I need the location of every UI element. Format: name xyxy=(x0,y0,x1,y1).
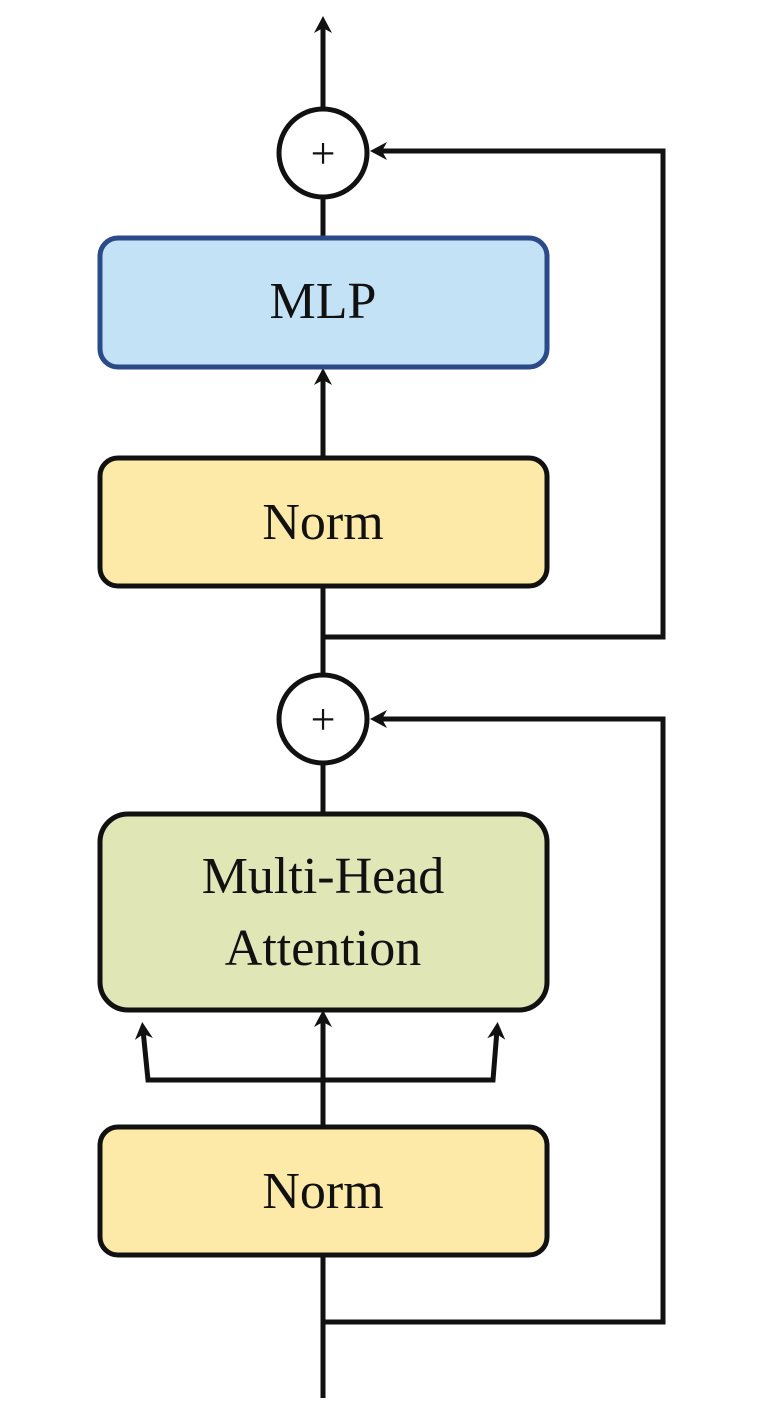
add-node-2: + xyxy=(276,106,370,200)
mlp-label: MLP xyxy=(270,273,377,330)
residual-connection-2 xyxy=(323,142,666,640)
qkv-split-left xyxy=(134,1022,323,1083)
add-node-1-symbol: + xyxy=(311,695,336,744)
norm-top-label: Norm xyxy=(262,494,383,551)
attention-label-line1: Multi-Head xyxy=(202,848,445,905)
norm-block-bottom: Norm xyxy=(97,1124,550,1258)
norm-bottom-label: Norm xyxy=(262,1163,383,1220)
qkv-split-right xyxy=(323,1022,506,1083)
multi-head-attention-block: Multi-Head Attention xyxy=(97,811,550,1013)
add-node-1: + xyxy=(276,672,370,766)
attention-label-line2: Attention xyxy=(225,920,421,977)
add-node-2-symbol: + xyxy=(311,129,336,178)
connectors xyxy=(134,16,666,1398)
mlp-block: MLP xyxy=(97,235,550,370)
residual-connection-1 xyxy=(323,710,666,1325)
norm-block-top: Norm xyxy=(97,455,550,589)
